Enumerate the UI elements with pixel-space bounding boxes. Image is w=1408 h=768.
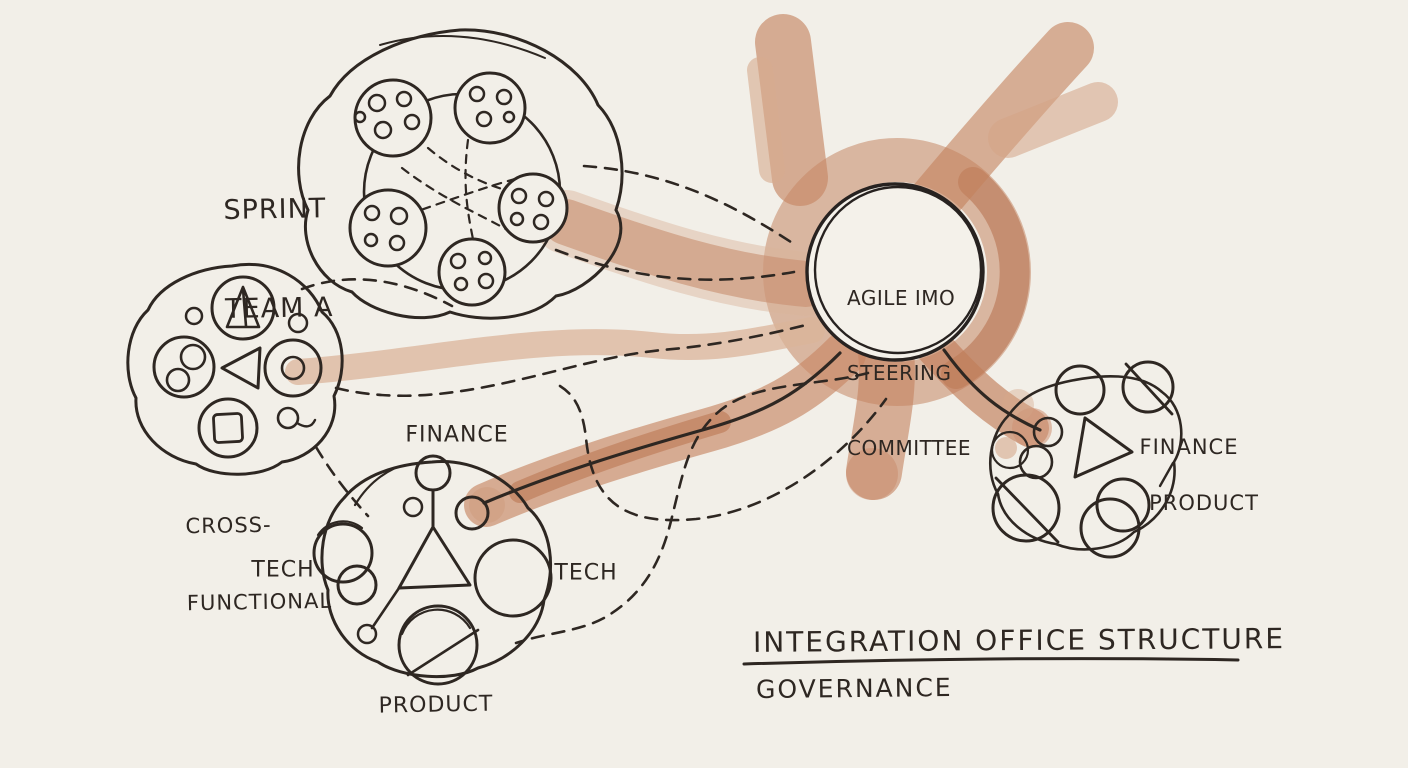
- committee-outer-circle: [805, 182, 985, 362]
- delivery-tech-left-label: TECH: [251, 557, 315, 583]
- crossfn-tail-dot: [276, 406, 300, 430]
- crossfn-ring-circle: [263, 338, 323, 398]
- delivery-sketch-arc: [400, 608, 472, 636]
- right-node: [1079, 497, 1141, 559]
- crossfn-pair-dot: [165, 367, 191, 393]
- sprint-pod: [497, 172, 569, 244]
- sprint-label-line2: TEAM A: [224, 291, 334, 325]
- sprint-internal-dash: [413, 173, 532, 214]
- right-small-node: [990, 430, 1030, 470]
- sprint-blob-outline: [297, 28, 624, 320]
- dashed-connector-sprint-upper: [582, 164, 799, 248]
- wash-down-tip: [846, 448, 898, 500]
- solid-connector-right-team: [942, 348, 1042, 432]
- label-slash: [1158, 461, 1175, 488]
- triangle-up-icon: [397, 525, 472, 590]
- cone-icon: [225, 285, 261, 329]
- delivery-tech-right-label: TECH: [554, 560, 618, 586]
- right-blob-outline: [988, 375, 1183, 551]
- crossfn-label-line1: CROSS-: [185, 512, 272, 539]
- delivery-small-dot: [402, 496, 424, 518]
- sprint-pod: [437, 237, 507, 307]
- delivery-sketch-arc: [316, 520, 364, 537]
- crossfn-ring-dot: [280, 355, 306, 381]
- wash-up-left-halo: [747, 57, 785, 183]
- crossfn-pair-dot: [179, 343, 207, 371]
- delivery-tech-left-node: [312, 522, 374, 584]
- sprint-label-line1: SPRINT: [223, 193, 327, 226]
- right-node: [1095, 477, 1151, 533]
- solid-connector-delivery: [482, 351, 842, 505]
- right-small-node: [1032, 416, 1064, 448]
- crossfn-blob-outline: [126, 263, 344, 476]
- crossfn-small-dot: [287, 312, 309, 334]
- delivery-tech-left-node-small: [336, 564, 378, 606]
- title-underline: [742, 657, 1240, 666]
- cross-functional-cluster: [126, 263, 344, 476]
- sprint-pod: [453, 71, 527, 145]
- delivery-finance-label: FINANCE: [405, 422, 509, 448]
- crossfn-label-line2: FUNCTIONAL: [186, 588, 333, 616]
- connectors: [300, 164, 1042, 645]
- right-product-label: PRODUCT: [1149, 491, 1259, 516]
- committee-line1: AGILE IMO: [847, 286, 956, 310]
- sprint-blob-sketch-line: [379, 35, 546, 59]
- wash-crossfunctional: [285, 317, 825, 385]
- wash-right-drip: [995, 437, 1017, 459]
- delivery-small-dot: [356, 623, 378, 645]
- strike-line: [1124, 362, 1174, 416]
- strike-line: [994, 476, 1060, 544]
- right-finance-label: FINANCE: [1139, 435, 1239, 460]
- right-team-cluster: [988, 360, 1183, 559]
- delivery-product-label: PRODUCT: [378, 691, 494, 719]
- delivery-blob-sketch-line: [353, 466, 397, 507]
- delivery-tech-right-node: [473, 538, 553, 618]
- triangle-left-icon: [220, 346, 262, 390]
- steering-committee-circle: [805, 182, 985, 362]
- right-node-struck: [1121, 360, 1175, 414]
- crossfn-pair-circle: [152, 335, 216, 399]
- sprint-pod: [353, 78, 433, 158]
- sprint-team-a-label: SPRINT TEAM A: [222, 127, 334, 359]
- delivery-team-cluster: [312, 454, 553, 686]
- crossfn-tail: [295, 418, 317, 428]
- dashed-connector-sprint-lower: [554, 248, 796, 281]
- dashed-connector-crossfunctional: [334, 323, 808, 398]
- triangle-right-icon: [1073, 416, 1134, 479]
- committee-inner-circle: [813, 185, 983, 355]
- cross-functional-label: CROSS- FUNCTIONAL: [184, 461, 332, 643]
- delivery-spoke-left: [370, 586, 401, 630]
- sprint-team-a-cluster: [297, 28, 624, 320]
- dashed-connector-crossfn-delivery: [314, 445, 370, 518]
- wash-up-left: [755, 14, 828, 206]
- sprint-internal-dash: [464, 138, 476, 246]
- dashed-loop-inner: [558, 384, 888, 522]
- wash-up-right-stub: [988, 82, 1118, 158]
- diagram-title: INTEGRATION OFFICE STRUCTURE: [752, 622, 1286, 659]
- square-icon: [212, 412, 244, 444]
- delivery-link-node: [454, 495, 490, 531]
- committee-line2: STEERING: [847, 361, 952, 385]
- crossfn-small-dot: [184, 306, 204, 326]
- delivery-spoke-right: [406, 628, 480, 677]
- wash-sprint: [543, 199, 829, 307]
- crossfn-cone-circle: [210, 275, 276, 341]
- right-node-struck: [991, 473, 1061, 543]
- delivery-blob-outline: [320, 460, 553, 678]
- crossfn-square-circle: [197, 397, 259, 459]
- right-node: [1054, 364, 1106, 416]
- dashed-connector-crossfn-sprint: [300, 278, 454, 308]
- diagram-subtitle: GOVERNANCE: [755, 672, 953, 705]
- delivery-product-node: [397, 604, 479, 686]
- committee-ring-wash-dark: [941, 167, 1030, 389]
- sprint-pod: [348, 188, 428, 268]
- committee-line3: COMMITTEE: [847, 436, 971, 460]
- committee-label: AGILE IMO STEERING COMMITTEE: [847, 236, 971, 486]
